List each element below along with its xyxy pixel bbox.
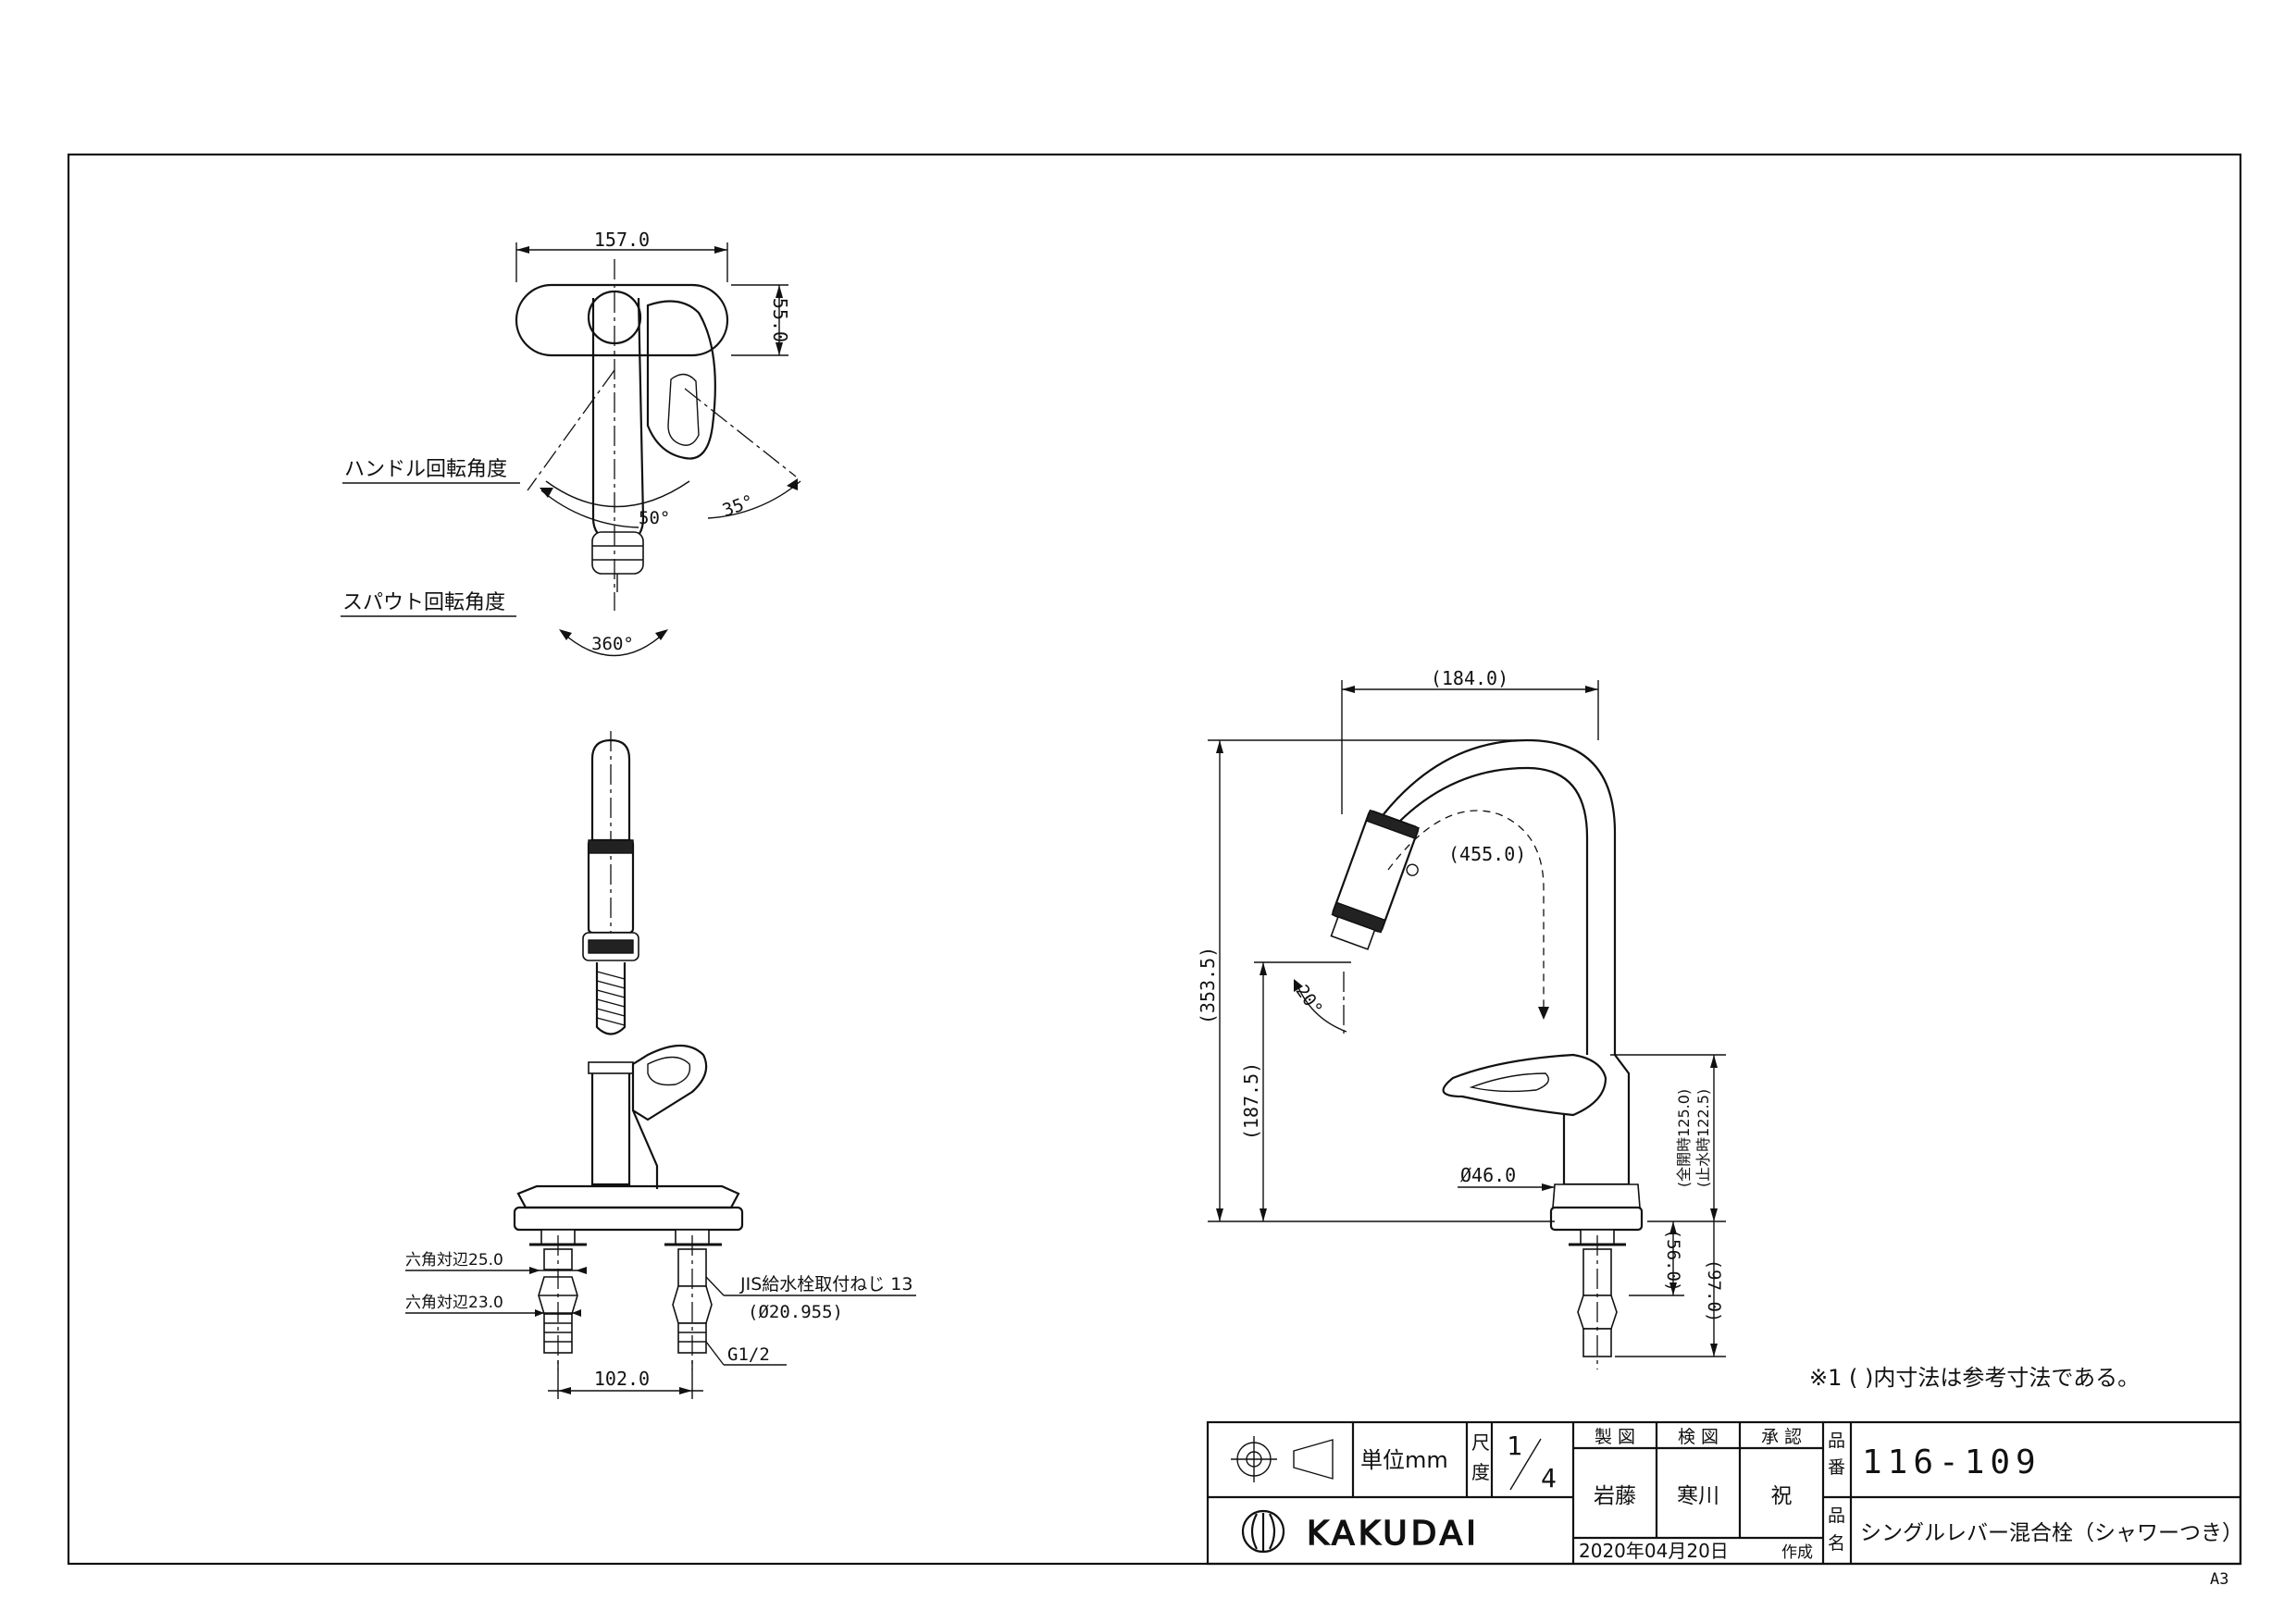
title-block: 単位mm 尺 度 1 4 KAKUDAI 製 図 検 図 承 認 岩藤 寒川 祝… [1206, 1420, 2243, 1566]
top-view: 157.0 55.0 ハンドル回転角度 50° 35° スパウト回転角度 360… [341, 229, 801, 657]
part-name: シングルレバー混合栓（シャワーつき） [1860, 1521, 2243, 1545]
shank-total-dim: (97.0) [1704, 1259, 1724, 1323]
hex-23-label: 六角対辺23.0 [405, 1294, 503, 1312]
front-view: 六角対辺25.0 六角対辺23.0 JIS給水栓取付ねじ 13 (Ø20.955… [405, 731, 916, 1399]
total-height-dim: (353.5) [1197, 947, 1219, 1024]
unit-label: 単位mm [1360, 1447, 1448, 1473]
spout-angle: 360° [591, 634, 634, 654]
checked-label: 検 図 [1678, 1427, 1719, 1447]
part-number: 116-109 [1862, 1443, 2042, 1481]
hose-dim: (455.0) [1448, 843, 1526, 865]
handle-angle-left: 50° [639, 508, 670, 528]
spout-rotation-label: スパウト回転角度 [342, 591, 505, 614]
scale-numerator: 1 [1507, 1431, 1522, 1461]
dim-55: 55.0 [769, 298, 791, 342]
third-angle-projection-icon [1231, 1436, 1334, 1482]
jis-label: JIS給水栓取付ねじ 13 [739, 1274, 912, 1295]
base-dia-dim: Ø46.0 [1460, 1164, 1516, 1186]
drawn-by: 岩藤 [1594, 1484, 1636, 1508]
spout-height-dim: (187.5) [1240, 1062, 1262, 1140]
scale-label-1: 尺 [1471, 1431, 1490, 1454]
part-no-label-2: 番 [1828, 1457, 1845, 1478]
part-name-label-1: 品 [1828, 1505, 1845, 1526]
creation-date: 2020年04月20日 [1579, 1540, 1729, 1562]
handle-angle-right: 35° [720, 491, 757, 521]
drawn-label: 製 図 [1595, 1427, 1635, 1447]
part-no-label-1: 品 [1828, 1431, 1845, 1451]
shank-dim: (56.0) [1663, 1229, 1683, 1293]
hex-25-label: 六角対辺25.0 [405, 1251, 503, 1270]
handle-rotation-label: ハンドル回転角度 [344, 458, 507, 481]
closed-height-dim: (止水時122.5) [1694, 1089, 1712, 1187]
drawing-frame [67, 153, 2242, 1566]
sheet-size: A3 [2210, 1570, 2228, 1589]
pitch-dim: 102.0 [594, 1368, 650, 1390]
part-name-label-2: 名 [1828, 1533, 1845, 1554]
created-label: 作成 [1781, 1543, 1813, 1562]
approved-by: 祝 [1771, 1484, 1793, 1508]
reach-dim: (184.0) [1431, 667, 1508, 689]
dim-157: 157.0 [594, 229, 650, 251]
kakudai-logo-icon [1241, 1509, 1285, 1554]
scale-label-2: 度 [1471, 1461, 1490, 1483]
scale-denominator: 4 [1541, 1463, 1557, 1493]
company-name: KAKUDAI [1307, 1515, 1480, 1553]
open-height-dim: (全開時125.0) [1675, 1089, 1693, 1187]
thread-label: G1/2 [727, 1344, 770, 1365]
side-view: (184.0) (455.0) (353.5) (187.5) 20° Ø46.… [1197, 667, 1726, 1369]
reference-dimension-note: ※1 ( )内寸法は参考寸法である。 [1809, 1365, 2140, 1391]
checked-by: 寒川 [1677, 1484, 1719, 1508]
jis-diameter: (Ø20.955) [748, 1302, 843, 1322]
approved-label: 承 認 [1761, 1427, 1802, 1447]
